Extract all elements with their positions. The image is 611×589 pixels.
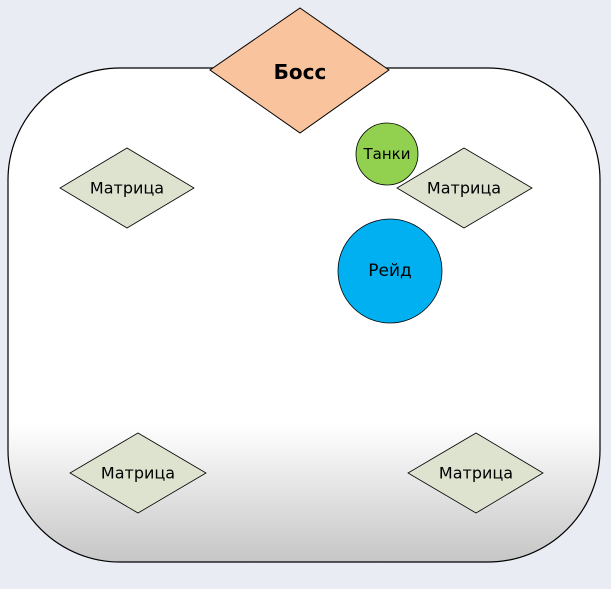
raid-node: Рейд xyxy=(337,218,443,324)
matrix-diamond xyxy=(59,147,195,229)
matrix-diamond xyxy=(396,147,533,229)
matrix-node-top-right: Матрица xyxy=(396,147,533,229)
matrix-node-bottom-right: Матрица xyxy=(407,432,544,514)
raid-circle xyxy=(337,218,443,324)
boss-node: Босс xyxy=(209,7,390,134)
raid-label: Рейд xyxy=(368,261,412,281)
matrix-label: Матрица xyxy=(427,179,501,198)
boss-diamond xyxy=(209,7,390,134)
matrix-diamond xyxy=(407,432,544,514)
matrix-label: Матрица xyxy=(101,464,175,483)
tanks-circle xyxy=(355,122,419,186)
boss-label: Босс xyxy=(274,60,327,84)
matrix-diamond xyxy=(69,432,207,514)
matrix-node-top-left: Матрица xyxy=(59,147,195,229)
matrix-label: Матрица xyxy=(439,464,513,483)
matrix-label: Матрица xyxy=(90,179,164,198)
matrix-node-bottom-left: Матрица xyxy=(69,432,207,514)
tanks-node: Танки xyxy=(355,122,419,186)
tanks-label: Танки xyxy=(363,145,411,163)
